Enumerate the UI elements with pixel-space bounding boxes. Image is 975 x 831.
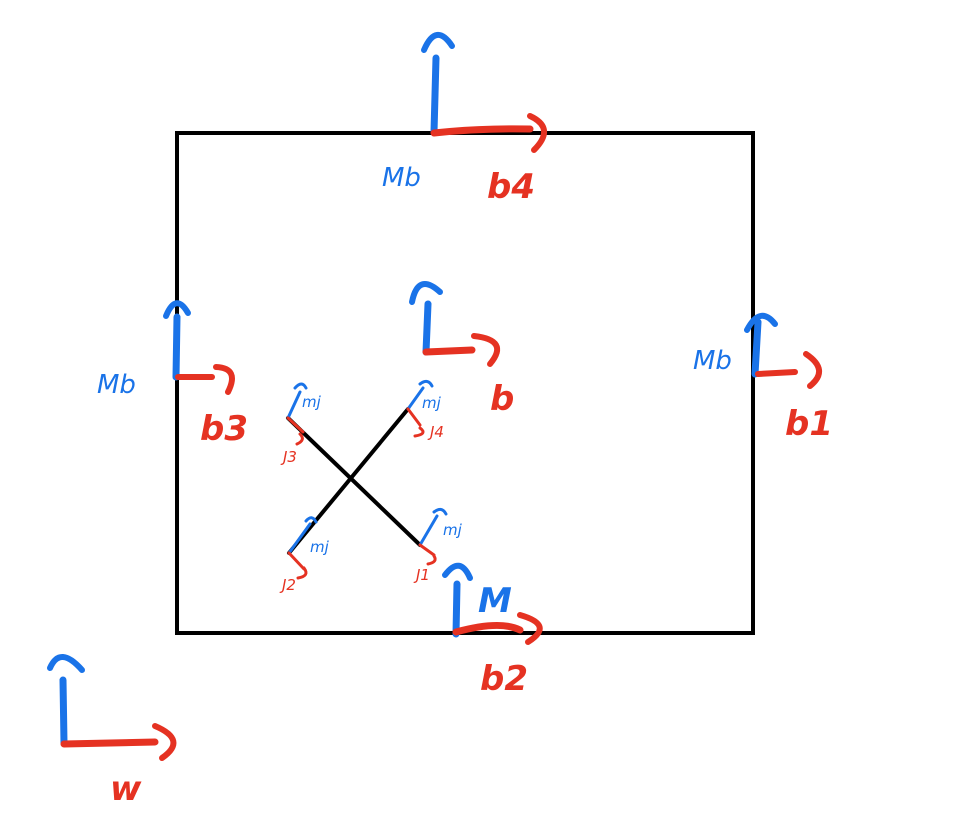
right-frame-up-label: Mb [693,346,732,376]
joint-j3-up-label: mj [302,393,322,411]
right-frame-right-label: b1 [785,404,833,444]
left-frame-up-label: Mb [97,370,136,400]
joint-frame-j1 [418,507,448,566]
leg-cross [286,407,422,555]
left-frame-right-label: b3 [200,409,248,449]
bottom-frame [442,562,543,645]
joint-frame-j2 [287,516,318,580]
body-rectangle [175,131,755,635]
joint-j2-up-label: mj [310,538,330,556]
joint-frame-j4 [406,379,434,438]
joint-j4-up-label: mj [422,394,442,412]
joint-j4-right-label: J4 [427,423,444,441]
top-frame-right-label: b4 [487,167,535,207]
joint-j3-right-label: J3 [280,448,297,466]
top-frame [421,32,547,153]
left-frame [163,300,235,395]
center-frame [409,281,501,367]
bottom-frame-up-label: M [478,581,512,621]
bottom-frame-right-label: b2 [480,659,528,699]
joint-frame-j3 [286,382,308,446]
joint-j1-up-label: mj [443,521,463,539]
joint-j1-right-label: J1 [413,566,430,584]
center-frame-right-label: b [490,379,514,419]
world-frame [47,654,177,761]
joint-j2-right-label: J2 [279,576,296,594]
top-frame-up-label: Mb [382,163,421,193]
world-frame-right-label: w [110,769,142,809]
right-frame [744,312,822,389]
